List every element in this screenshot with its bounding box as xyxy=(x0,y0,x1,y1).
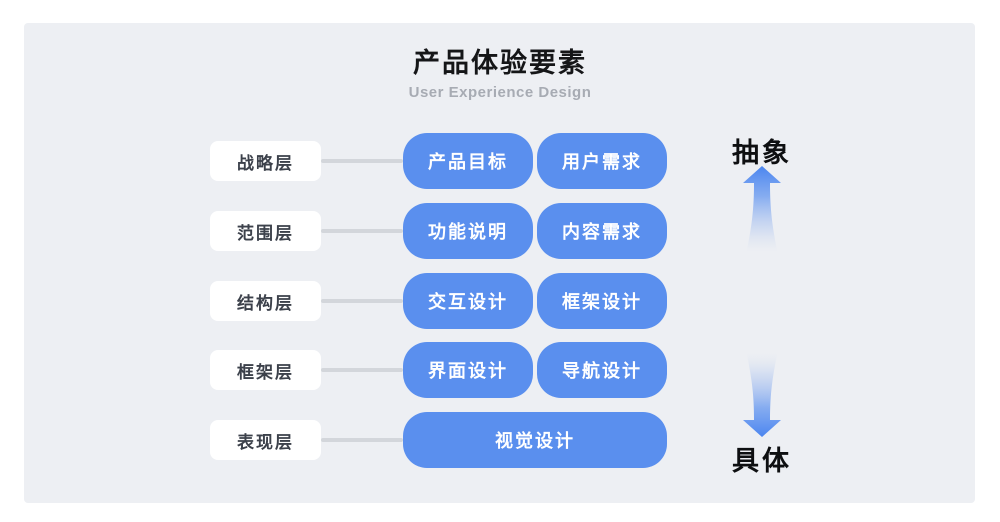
layer-label-box: 结构层 xyxy=(210,281,321,321)
element-box: 视觉设计 xyxy=(403,412,667,468)
element-box: 功能说明 xyxy=(403,203,533,259)
concrete-label: 具体 xyxy=(732,446,792,476)
connector-line xyxy=(321,299,403,303)
layer-label: 结构层 xyxy=(237,293,294,313)
connector-line xyxy=(321,438,403,442)
element-box: 框架设计 xyxy=(537,273,667,329)
element-box-group: 产品目标 用户需求 xyxy=(403,133,667,189)
element-box: 导航设计 xyxy=(537,342,667,398)
layer-row-surface: 表现层 视觉设计 xyxy=(210,412,667,468)
connector-line xyxy=(321,368,403,372)
element-box: 交互设计 xyxy=(403,273,533,329)
layer-label-box: 表现层 xyxy=(210,420,321,460)
element-box-group: 功能说明 内容需求 xyxy=(403,203,667,259)
gradient-up-arrow-icon xyxy=(743,166,781,252)
element-box: 用户需求 xyxy=(537,133,667,189)
layer-label: 框架层 xyxy=(237,362,294,382)
gradient-down-arrow-icon xyxy=(743,353,781,437)
page-subtitle: User Experience Design xyxy=(408,83,592,101)
layer-row-strategy: 战略层 产品目标 用户需求 xyxy=(210,133,667,189)
layer-row-scope: 范围层 功能说明 内容需求 xyxy=(210,203,667,259)
page-title: 产品体验要素 xyxy=(413,48,587,78)
element-box: 内容需求 xyxy=(537,203,667,259)
layer-label: 范围层 xyxy=(237,223,294,243)
element-box-group: 交互设计 框架设计 xyxy=(403,273,667,329)
element-box: 产品目标 xyxy=(403,133,533,189)
connector-line xyxy=(321,159,403,163)
element-box: 界面设计 xyxy=(403,342,533,398)
layer-label: 战略层 xyxy=(237,153,294,173)
connector-line xyxy=(321,229,403,233)
element-box-group: 界面设计 导航设计 xyxy=(403,342,667,398)
layer-label-box: 框架层 xyxy=(210,350,321,390)
diagram-header: 产品体验要素 User Experience Design xyxy=(0,48,1000,101)
element-box-group: 视觉设计 xyxy=(403,412,667,468)
layer-label-box: 范围层 xyxy=(210,211,321,251)
layer-row-skeleton: 框架层 界面设计 导航设计 xyxy=(210,342,667,398)
layer-row-structure: 结构层 交互设计 框架设计 xyxy=(210,273,667,329)
abstract-label: 抽象 xyxy=(732,138,792,168)
layer-label: 表现层 xyxy=(237,432,294,452)
layer-label-box: 战略层 xyxy=(210,141,321,181)
